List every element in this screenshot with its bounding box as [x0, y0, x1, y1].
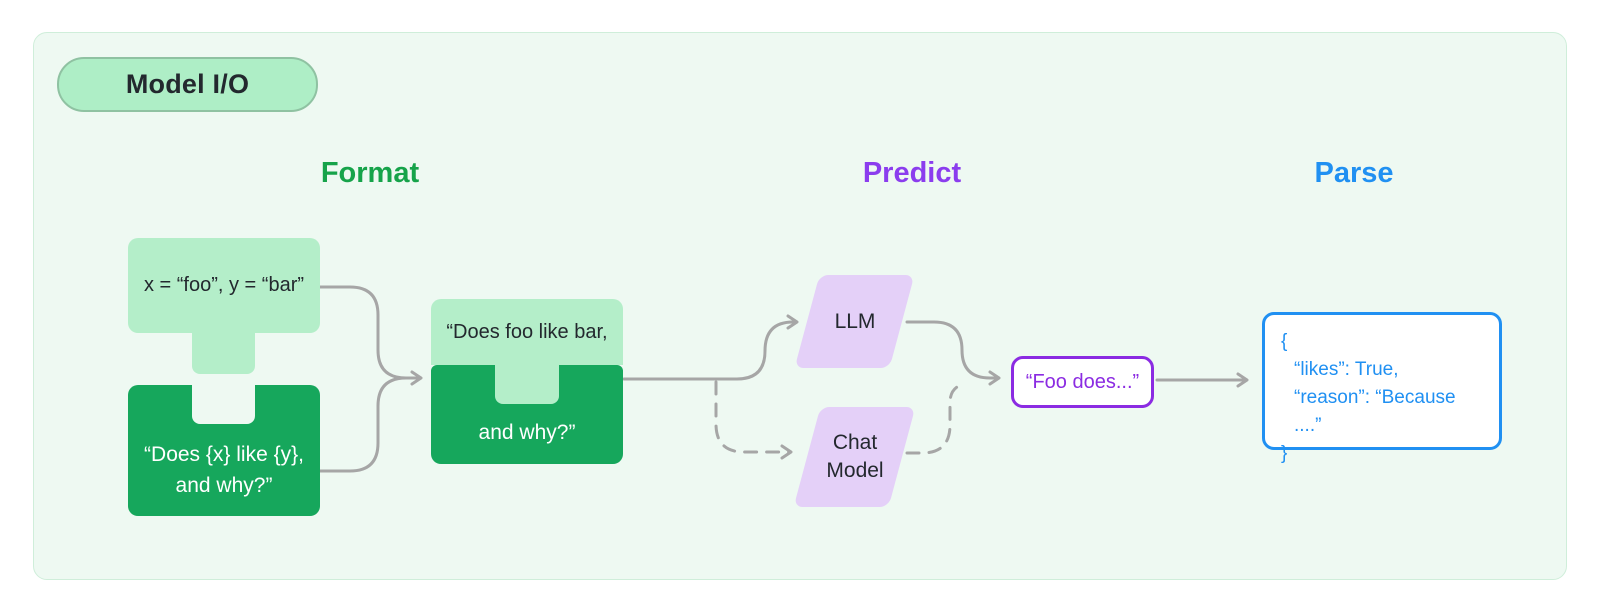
formatted-prompt-top: “Does foo like bar, [431, 299, 623, 365]
model-io-badge: Model I/O [57, 57, 318, 112]
variables-node: x = “foo”, y = “bar” [128, 238, 320, 333]
parsed-line-likes: “likes”: True, [1294, 359, 1399, 380]
variables-puzzle-tab [192, 331, 255, 374]
variables-label: x = “foo”, y = “bar” [143, 274, 305, 296]
prompt-template-line2: and why?” [175, 473, 273, 497]
section-header-format: Format [320, 157, 420, 189]
llm-node: LLM [794, 275, 915, 368]
formatted-prompt-line1: “Does foo like bar, [446, 320, 608, 343]
prompt-template-line1: “Does {x} like {y}, [144, 442, 304, 466]
chat-model-node: Chat Model [793, 407, 916, 507]
section-header-parse: Parse [1314, 157, 1394, 189]
parsed-line-reason: “reason”: “Because ....” [1294, 387, 1456, 436]
chat-model-line2: Model [826, 459, 884, 482]
parsed-line-open-brace: { [1281, 331, 1288, 352]
formatted-prompt-line2: and why?” [478, 420, 576, 444]
prompt-template-puzzle-notch [192, 385, 255, 424]
parsed-line-close-brace: } [1281, 443, 1288, 464]
formatted-prompt-puzzle-tab [495, 365, 559, 404]
chat-model-label: Chat Model [795, 407, 915, 507]
completion-node: “Foo does...” [1011, 356, 1154, 408]
completion-label: “Foo does...” [1025, 370, 1140, 393]
model-io-badge-label: Model I/O [125, 69, 250, 99]
parsed-output-node: { “likes”: True, “reason”: “Because ....… [1262, 312, 1502, 464]
section-header-predict: Predict [862, 157, 962, 189]
llm-label: LLM [834, 309, 876, 333]
chat-model-line1: Chat [832, 431, 878, 454]
